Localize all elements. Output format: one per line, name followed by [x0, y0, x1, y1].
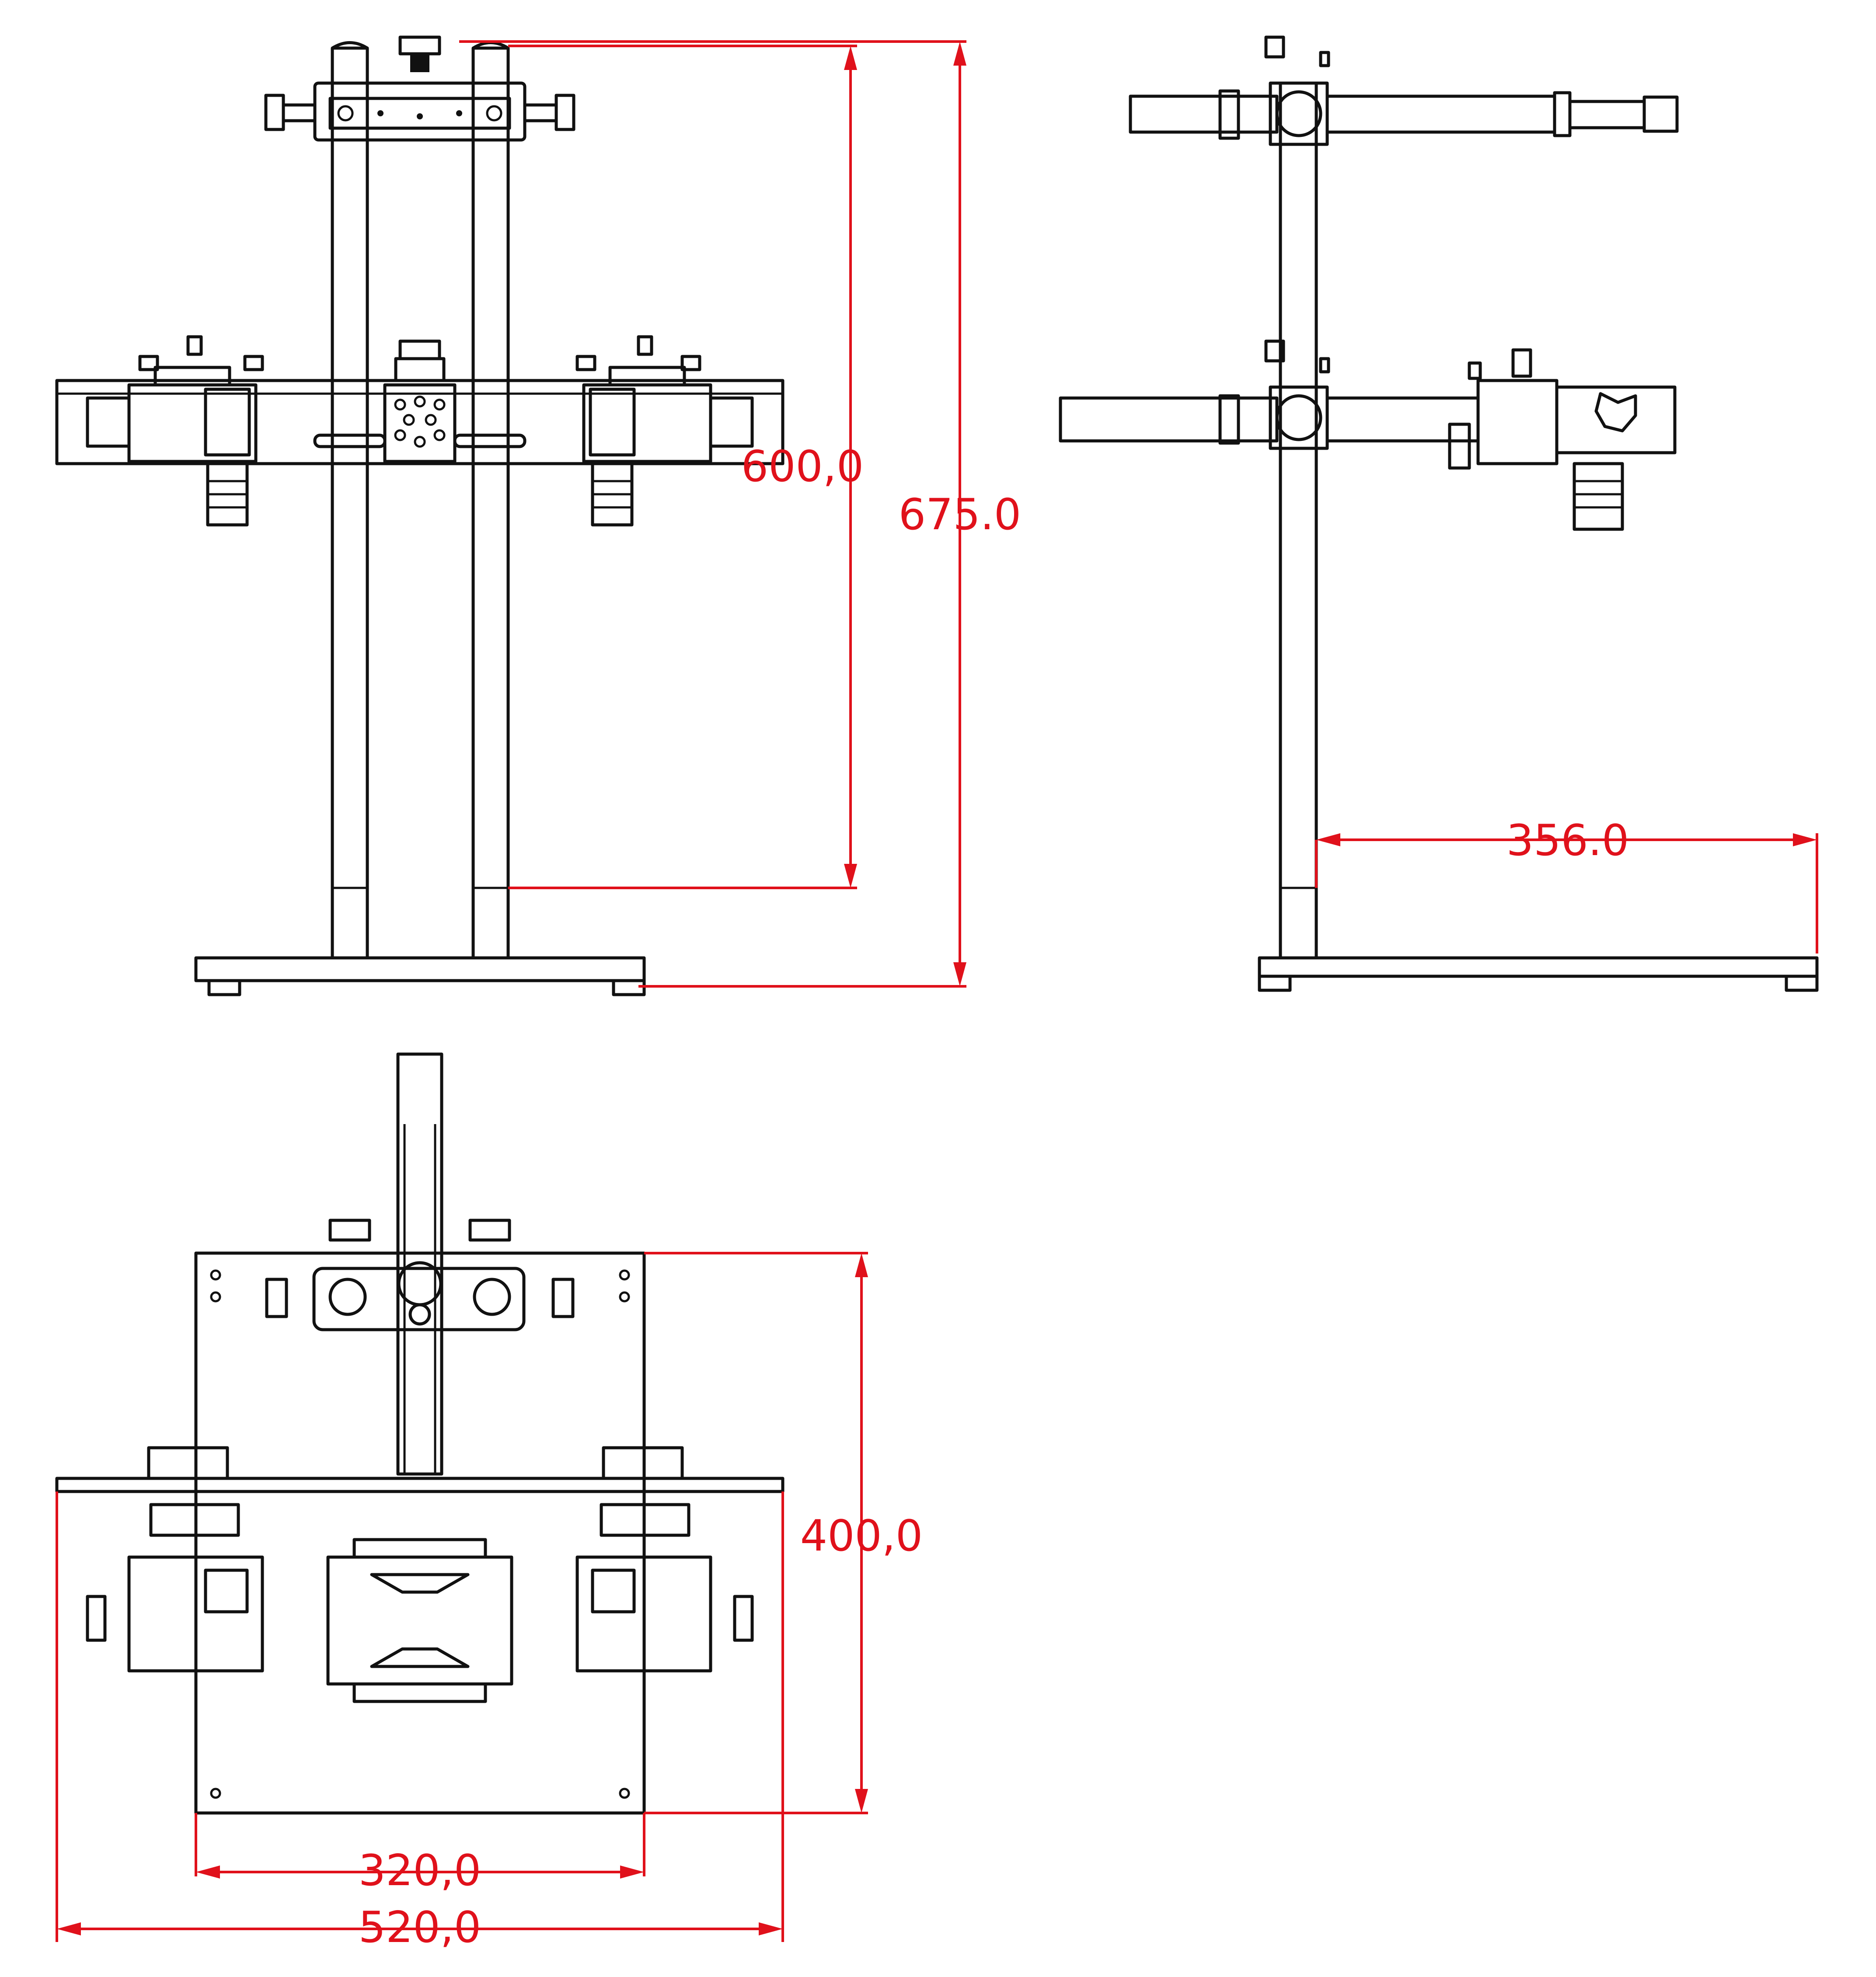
side-view	[1059, 35, 1819, 992]
dimension-lines	[56, 40, 1818, 1942]
dimension-label-675: 675.0	[899, 490, 1022, 540]
dimension-label-600: 600,0	[741, 442, 864, 492]
top-view	[55, 1052, 785, 1815]
dimension-label-520: 520,0	[359, 1903, 481, 1953]
front-view	[55, 35, 785, 996]
dimension-label-320: 320,0	[359, 1846, 481, 1896]
dimension-label-400: 400,0	[800, 1511, 923, 1561]
dimension-label-356: 356.0	[1506, 816, 1629, 866]
